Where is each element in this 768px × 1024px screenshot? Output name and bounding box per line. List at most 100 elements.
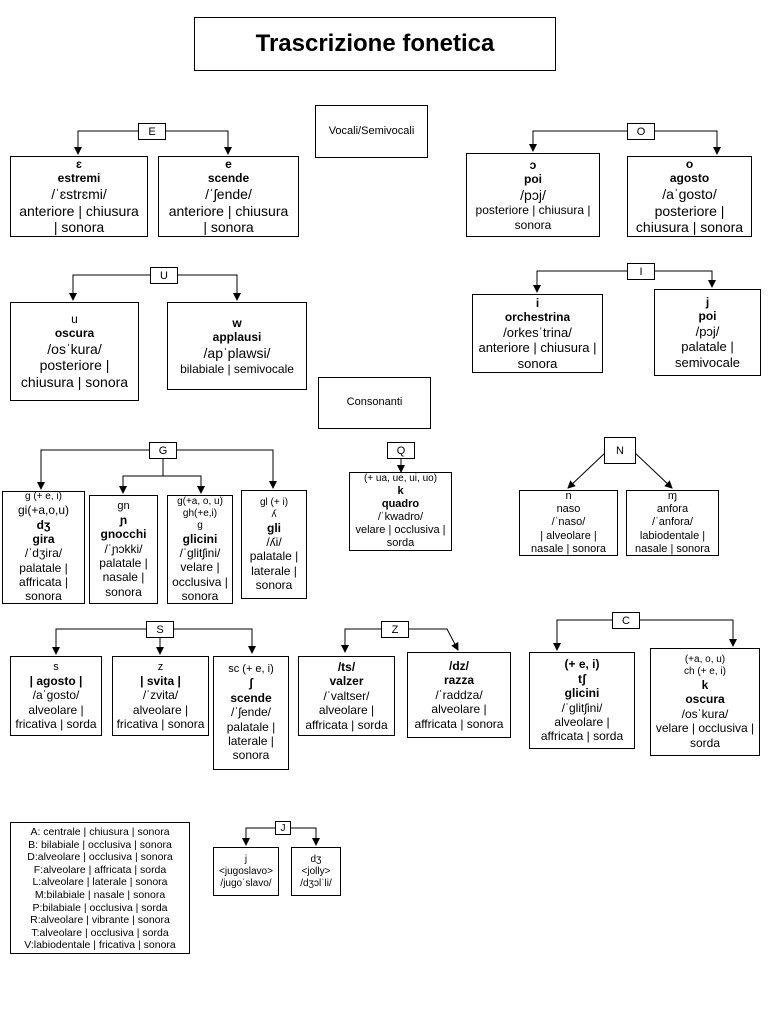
card-text-line: (+ ua, ue, ui, uo) bbox=[363, 472, 438, 484]
card-text-line: velare | occlusiva | bbox=[355, 524, 446, 537]
card-text-line: anfora bbox=[656, 503, 689, 516]
card-o-open: ɔ poi /pɔj/ posteriore | chiusura | sono… bbox=[466, 153, 600, 237]
card-text-line: /ˈɲɔkki/ bbox=[104, 541, 143, 556]
group-label-text: N bbox=[616, 444, 624, 457]
card-text-line: ɔ bbox=[529, 157, 537, 172]
card-text-line: alveolare | bbox=[28, 702, 84, 717]
card-text-line: gl (+ i) bbox=[259, 496, 289, 508]
section-vowels: Vocali/Semivocali bbox=[315, 105, 428, 158]
card-text-line: tʃ bbox=[578, 671, 586, 686]
card-text-line: i bbox=[535, 295, 540, 310]
card-text-line: agosto bbox=[669, 171, 710, 186]
card-text-line: gn bbox=[117, 499, 130, 512]
card-text-line: z bbox=[157, 660, 164, 673]
legend-item: A: centrale | chiusura | sonora bbox=[30, 826, 170, 838]
card-text-line: naso bbox=[556, 503, 581, 516]
group-label-j: J bbox=[275, 821, 291, 835]
card-text-line: posteriore | bbox=[654, 202, 725, 219]
card-text-line: u bbox=[71, 311, 78, 326]
card-text-line: chiusura | sonora bbox=[635, 219, 744, 236]
group-label-g: G bbox=[149, 442, 177, 459]
card-g-affricate: g (+ e, i) gi(+a,o,u) dʒ gira /ˈdʒira/ p… bbox=[2, 491, 85, 604]
card-j: j poi /pɔj/ palatale | semivocale bbox=[654, 289, 761, 376]
card-text-line: palatale | bbox=[681, 339, 734, 355]
card-text-line: /ts/ bbox=[337, 660, 356, 675]
card-text-line: glicini bbox=[564, 686, 600, 701]
card-text-line: sonora bbox=[514, 217, 552, 232]
card-text-line: (+a, o, u) bbox=[684, 654, 726, 666]
card-text-line: /osˈkura/ bbox=[47, 340, 102, 357]
card-text-line: poi bbox=[698, 309, 717, 324]
card-text-line: poi bbox=[524, 172, 542, 187]
card-text-line: /ˈkwadro/ bbox=[377, 510, 424, 523]
legend-item: B: bilabiale | occlusiva | sonora bbox=[28, 838, 172, 851]
card-text-line: g(+a, o, u) bbox=[177, 495, 223, 507]
legend-item: R:alveolare | vibrante | sonora bbox=[30, 914, 170, 927]
group-label-e: E bbox=[138, 123, 166, 140]
card-e-open: ɛ estremi /ˈɛstrɛmi/ anteriore | chiusur… bbox=[10, 156, 148, 237]
card-text-line: sonora bbox=[181, 589, 219, 604]
group-label-c: C bbox=[612, 612, 640, 629]
card-text-line: /ˈraddza/ bbox=[435, 687, 483, 702]
card-text-line: glicini bbox=[182, 531, 218, 546]
card-dz: /dz/ razza /ˈraddza/ alveolare | affrica… bbox=[407, 652, 511, 738]
group-label-text: C bbox=[622, 614, 630, 627]
legend-item: V:labiodentale | fricativa | sonora bbox=[24, 939, 176, 952]
card-text-line: ʎ bbox=[271, 508, 277, 520]
card-ts: /ts/ valzer /ˈvaltser/ alveolare | affri… bbox=[298, 656, 395, 736]
card-text-line: sonora bbox=[255, 578, 293, 593]
card-u: u oscura /osˈkura/ posteriore | chiusura… bbox=[10, 302, 139, 401]
card-text-line: /ˈglitʃini/ bbox=[561, 700, 603, 715]
card-text-line: /pɔj/ bbox=[695, 323, 720, 339]
card-text-line: affricata | sorda bbox=[305, 717, 388, 732]
card-text-line: w bbox=[232, 316, 242, 331]
group-label-text: J bbox=[280, 822, 286, 834]
card-text-line: labiodentale | bbox=[639, 529, 706, 542]
legend-box: A: centrale | chiusura | sonora B: bilab… bbox=[10, 822, 190, 954]
card-text-line: affricata | sonora bbox=[414, 716, 504, 731]
card-text-line: g (+ e, i) bbox=[25, 491, 62, 503]
card-text-line: sorda bbox=[386, 537, 415, 550]
card-text-line: ɛ bbox=[76, 156, 82, 171]
card-text-line: velare | bbox=[180, 560, 220, 575]
card-text-line: sonora bbox=[232, 748, 270, 763]
card-text-line: laterale | bbox=[228, 733, 274, 748]
card-g-velar: g(+a, o, u) gh(+e,i) g glicini /ˈglitʃin… bbox=[167, 495, 233, 604]
card-text-line: k bbox=[701, 678, 709, 693]
group-label-text: O bbox=[636, 125, 646, 138]
group-label-text: G bbox=[158, 444, 168, 457]
card-text-line: palatale | bbox=[249, 549, 299, 564]
card-text-line: alveolare | bbox=[431, 702, 487, 717]
group-label-n: N bbox=[604, 437, 636, 464]
card-text-line: sc (+ e, i) bbox=[228, 663, 274, 676]
card-w: w applausi /apˈplawsi/ bilabiale | semiv… bbox=[167, 302, 307, 390]
card-text-line: scende bbox=[207, 171, 250, 186]
card-text-line: gh(+e,i) bbox=[182, 507, 218, 519]
card-text-line: fricativa | sonora bbox=[116, 716, 205, 731]
card-text-line: occlusiva | bbox=[172, 574, 228, 589]
card-text-line: /jugoˈslavo/ bbox=[220, 877, 272, 889]
page-title: Trascrizione fonetica bbox=[194, 17, 556, 71]
card-text-line: applausi bbox=[212, 330, 262, 345]
card-text-line: /orkesˈtrina/ bbox=[503, 324, 572, 340]
card-text-line: n bbox=[565, 490, 572, 503]
card-text-line: | svita | bbox=[140, 673, 181, 688]
group-label-text: Z bbox=[391, 623, 399, 636]
legend-item: L:alveolare | laterale | sonora bbox=[32, 876, 168, 889]
card-text-line: orchestrina bbox=[504, 310, 571, 325]
card-text-line: (+ e, i) bbox=[564, 657, 600, 672]
group-label-u: U bbox=[150, 267, 178, 284]
card-text-line: chiusura | sonora bbox=[20, 374, 129, 391]
card-text-line: sonora bbox=[105, 584, 142, 599]
card-text-line: ɱ bbox=[667, 490, 678, 503]
card-q: (+ ua, ue, ui, uo) k quadro /ˈkwadro/ ve… bbox=[349, 472, 452, 551]
card-text-line: velare | occlusiva | bbox=[655, 721, 755, 736]
card-i: i orchestrina /orkesˈtrina/ anteriore | … bbox=[472, 294, 603, 373]
card-text-line: /pɔj/ bbox=[520, 186, 546, 203]
card-text-line: posteriore | chiusura | bbox=[475, 203, 591, 218]
card-text-line: valzer bbox=[329, 674, 364, 689]
card-text-line: laterale | bbox=[251, 563, 297, 578]
card-text-line: /ˈzvita/ bbox=[142, 688, 179, 703]
card-text-line: gli bbox=[267, 520, 281, 535]
group-label-text: E bbox=[148, 125, 156, 138]
